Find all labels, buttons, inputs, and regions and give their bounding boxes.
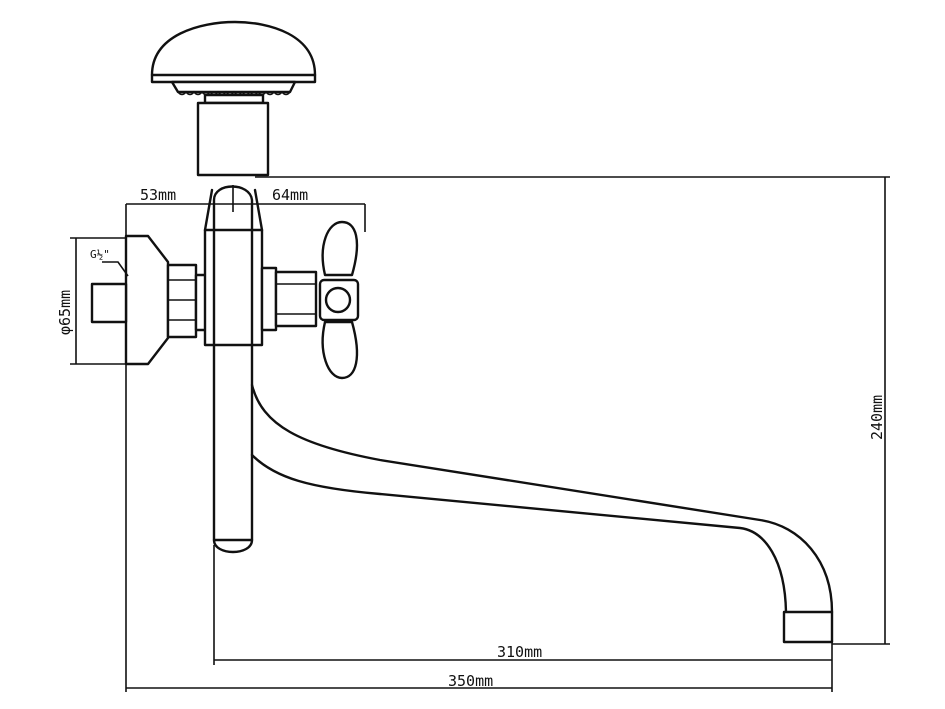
dim-diameter: φ65mm — [56, 290, 74, 335]
dim-total-length: 350mm — [448, 672, 493, 690]
dim-right-offset: 64mm — [272, 186, 308, 204]
thread-label: G½" — [90, 248, 110, 261]
dim-left-offset: 53mm — [140, 186, 176, 204]
dim-spout-reach: 310mm — [497, 643, 542, 661]
valve-stem — [260, 266, 318, 332]
valve-body — [203, 188, 264, 347]
shower-head — [150, 20, 317, 177]
dim-height: 240mm — [868, 395, 886, 440]
riser-tube-section — [212, 185, 254, 554]
hex-nut — [166, 263, 210, 339]
spout — [250, 383, 834, 644]
cross-handle — [318, 220, 360, 380]
dimension-lines — [70, 176, 890, 692]
